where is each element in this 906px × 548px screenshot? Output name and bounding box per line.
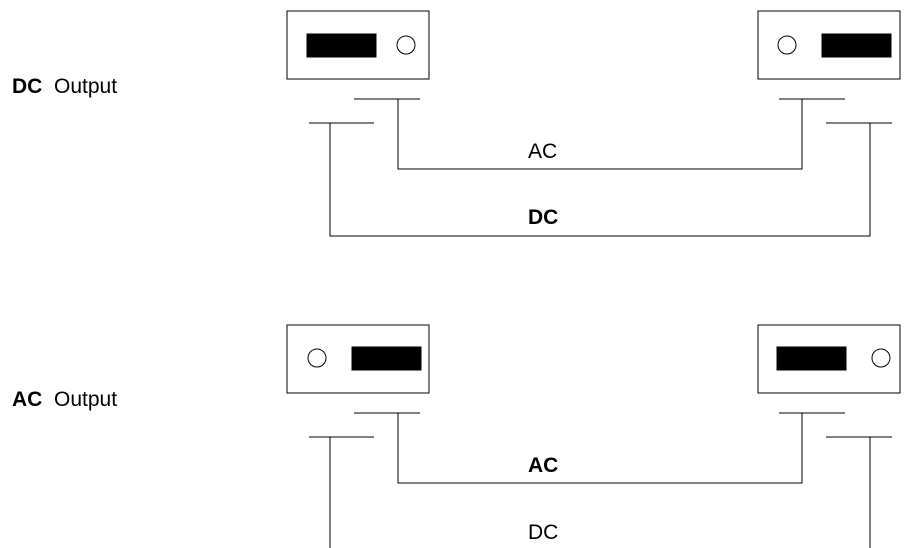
bottom-lower-line-label: DC [528,521,558,544]
bottom-upper-line-label: AC [528,454,558,477]
top-mode-label: DC Output [12,75,117,98]
switch-box-icon [286,324,430,394]
indicator-lamp-icon [777,35,797,55]
toggle-lever-icon [776,346,847,371]
switch-box-icon [757,10,901,80]
top-panel [286,10,901,237]
indicator-lamp-icon [396,35,416,55]
bottom-panel [286,324,901,548]
toggle-lever-icon [306,33,377,58]
top-mode-bold: DC [12,75,42,98]
bottom-left-switch-box [286,324,430,394]
top-upper-line-label: AC [528,140,557,163]
top-mode-rest: Output [48,75,117,98]
bottom-mode-label: AC Output [12,388,117,411]
switch-box-icon [286,10,430,80]
switch-box-icon [757,324,901,394]
bottom-mode-bold: AC [12,388,42,411]
indicator-lamp-icon [307,348,327,368]
top-left-switch-box [286,10,430,80]
toggle-lever-icon [821,33,892,58]
indicator-lamp-icon [871,348,891,368]
bottom-right-switch-box [757,324,901,394]
bottom-mode-rest: Output [48,388,117,411]
top-lower-line-label: DC [528,206,558,229]
top-upper-line [397,99,803,170]
top-right-switch-box [757,10,901,80]
bottom-upper-line [397,413,803,484]
toggle-lever-icon [351,346,422,371]
top-lower-line [329,123,871,237]
